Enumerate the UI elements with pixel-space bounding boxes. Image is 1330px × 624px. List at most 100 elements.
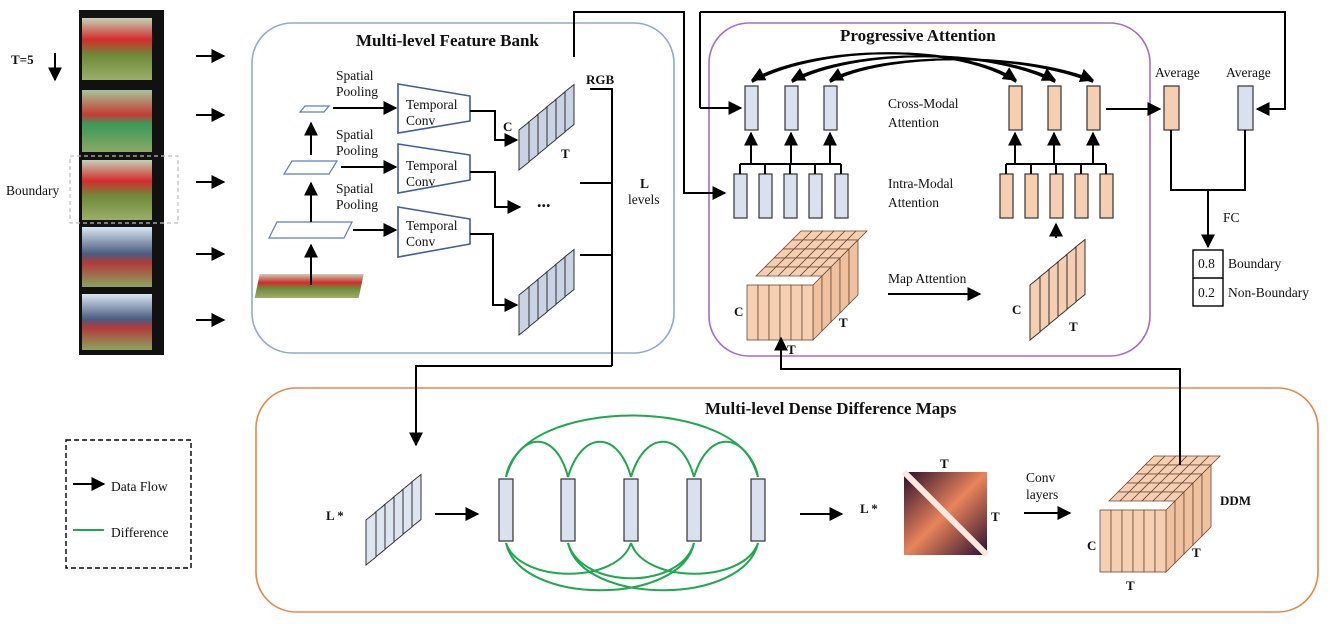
cube-cell (1183, 482, 1194, 555)
feature-token (1024, 173, 1039, 219)
feature-token (1047, 85, 1062, 131)
feature-bank-box (251, 22, 675, 354)
cross-modal-label: Attention (888, 115, 939, 130)
cross-modal-label: Cross-Modal (888, 96, 959, 111)
cube-cell (1165, 500, 1176, 573)
feature-token (758, 173, 773, 219)
feature-token (834, 173, 849, 219)
temporal-conv-label: Conv (406, 234, 436, 249)
attention-c-label: C (734, 304, 743, 319)
feature-token (1074, 173, 1089, 219)
ddm-to-attention-arrow (774, 336, 1181, 465)
feature-slab (518, 120, 530, 172)
cross-modal-arcs (750, 52, 1095, 83)
cube-cell (779, 284, 792, 341)
attention-box (708, 22, 1151, 357)
intra-modal-label: Attention (888, 195, 939, 210)
temporal-conv-block (397, 143, 471, 194)
heatmap-t-label: T (940, 456, 949, 471)
temporal-conv-label: Temporal (406, 158, 458, 173)
cube-cell (790, 284, 803, 341)
feature-token (999, 173, 1014, 219)
average-label: Average (1155, 65, 1200, 80)
attention-t-label: T (1069, 319, 1078, 334)
feature-token (1099, 173, 1114, 219)
spatial-pooling-label: Spatial (336, 127, 374, 142)
map-attention-label: Map Attention (888, 271, 967, 286)
attended-feature-stack (1029, 238, 1086, 342)
rgb-label: RGB (586, 72, 615, 87)
ddm-title: Multi-level Dense Difference Maps (705, 399, 957, 418)
level-bracket (409, 88, 613, 447)
video-frame (82, 90, 152, 152)
cube-cell (1174, 491, 1185, 564)
cube-cell (757, 284, 770, 341)
boundary-score: 0.8 (1198, 256, 1215, 271)
input-image-thumbnail (254, 274, 364, 298)
ddm-c-label: C (1087, 538, 1096, 553)
average-orange-bar (1163, 85, 1180, 131)
average-label: Average (1226, 65, 1271, 80)
cube-cell (768, 284, 781, 341)
non-boundary-output-label: Non-Boundary (1228, 285, 1309, 300)
cube-cell (746, 284, 759, 341)
sequence-token (750, 478, 766, 542)
cube-cell (1110, 509, 1123, 573)
spatial-pooling-label: Pooling (336, 143, 378, 158)
video-frame (82, 294, 152, 350)
feature-token (1008, 85, 1023, 131)
cube-cell (1121, 509, 1134, 573)
attention-cubes (746, 230, 1086, 342)
blue-to-average-arrow (700, 11, 1286, 116)
conv-layers-label: layers (1026, 487, 1058, 502)
feature-token (744, 85, 759, 131)
legend-box (65, 439, 192, 569)
rgb-to-attention-arrow (573, 11, 727, 200)
time-axis-label: T=5 (11, 52, 34, 67)
spatial-pooling-label: Pooling (336, 197, 378, 212)
feature-token (784, 85, 799, 131)
temporal-conv-blocks (397, 83, 471, 258)
l-star-label: L * (860, 501, 878, 516)
feature-slab (1029, 275, 1041, 342)
heatmap-t-label: T (991, 509, 1000, 524)
sequence-token (686, 478, 702, 542)
pyramid-plane (298, 105, 331, 113)
frame-input-arrows (196, 49, 226, 327)
temporal-conv-label: Temporal (406, 97, 458, 112)
spatial-pooling-label: Pooling (336, 84, 378, 99)
ddm-cube-grid (1099, 455, 1221, 573)
temporal-conv-label: Conv (406, 113, 436, 128)
ddm-box (255, 387, 1319, 613)
pooling-to-conv-arrows (333, 101, 398, 237)
video-frame (82, 227, 152, 287)
cube-cell (1201, 464, 1212, 537)
fc-label: FC (1223, 210, 1240, 225)
intra-modal-label: Intra-Modal (888, 176, 953, 191)
feature-token (823, 85, 838, 131)
feature-token (808, 173, 823, 219)
sequence-token (623, 478, 639, 542)
temporal-conv-block (397, 206, 471, 258)
average-blue-bar (1237, 85, 1254, 131)
boundary-frame-highlight (69, 155, 179, 224)
non-boundary-score: 0.2 (1198, 285, 1215, 300)
attention-t-label: T (839, 315, 848, 330)
cube-cell (1143, 509, 1156, 573)
conv-layers-label: Conv (1026, 470, 1056, 485)
feature-bank-title: Multi-level Feature Bank (356, 31, 539, 50)
pyramid-plane (282, 160, 339, 175)
cube-cell (830, 257, 841, 323)
feature-stacks (365, 83, 575, 567)
ddm-cube (1099, 455, 1221, 573)
average-merge-line (1170, 130, 1246, 191)
feature-token (1049, 173, 1064, 219)
legend-difference-label: Difference (111, 525, 168, 540)
cube-cell (1154, 509, 1167, 573)
spatial-pooling-label: Spatial (336, 68, 374, 83)
ddm-t-label: T (1126, 578, 1135, 593)
cube-cell (821, 266, 832, 332)
attention-title: Progressive Attention (840, 26, 996, 45)
feature-token (783, 173, 798, 219)
